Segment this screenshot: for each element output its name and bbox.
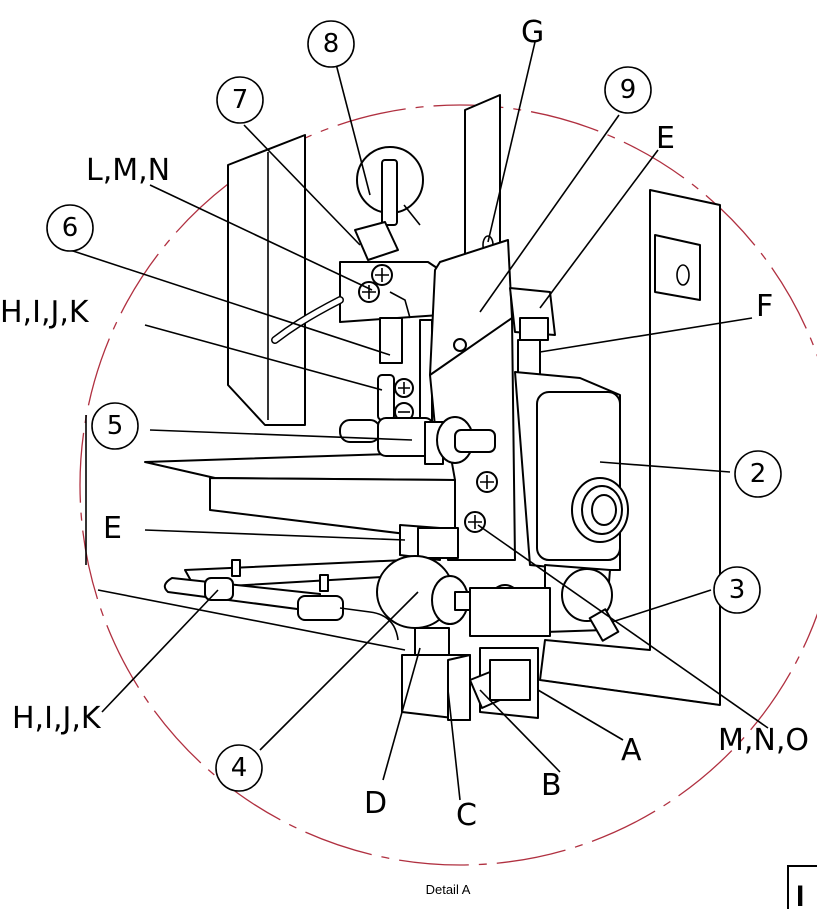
label-e-left: E	[103, 511, 122, 546]
label-l-m-n: L,M,N	[86, 153, 170, 188]
fitting-top	[509, 287, 556, 381]
label-g: G	[521, 15, 544, 50]
label-m-n-o: M,N,O	[718, 723, 809, 758]
sensor-disc	[356, 146, 424, 226]
leader-lines	[69, 41, 769, 801]
fitting-left	[399, 524, 459, 561]
label-d: D	[364, 786, 387, 821]
label-h-i-j-k-top: H,I,J,K	[0, 295, 90, 330]
callout-4: 4	[215, 744, 263, 792]
svg-text:9: 9	[620, 75, 637, 105]
svg-text:4: 4	[231, 753, 248, 783]
svg-text:8: 8	[323, 29, 340, 59]
callout-9: 9	[604, 66, 652, 114]
callout-5: 5	[91, 402, 139, 450]
svg-text:2: 2	[750, 459, 767, 489]
title-block-corner: I	[787, 865, 817, 909]
pilot-burner	[163, 555, 551, 641]
callout-8: 8	[307, 20, 355, 68]
svg-text:7: 7	[232, 85, 249, 115]
label-b: B	[541, 768, 562, 803]
svg-text:3: 3	[729, 575, 746, 605]
label-c: C	[456, 798, 477, 833]
svg-text:6: 6	[62, 213, 79, 243]
front-knob	[339, 416, 496, 465]
lower-fittings	[401, 627, 539, 721]
label-h-i-j-k-bottom: H,I,J,K	[12, 701, 102, 736]
detail-caption: Detail A	[426, 882, 471, 897]
vertical-rod	[377, 317, 433, 446]
callout-7: 7	[216, 76, 264, 124]
callout-3: 3	[713, 566, 761, 614]
detail-boundary	[79, 104, 817, 866]
solenoid-valve	[514, 371, 629, 571]
regulator-knob	[544, 564, 620, 642]
upper-bracket	[339, 221, 441, 323]
callout-2: 2	[734, 450, 782, 498]
label-f: F	[756, 289, 773, 324]
svg-text:I: I	[796, 880, 804, 909]
callout-6: 6	[46, 204, 94, 252]
label-e-top: E	[656, 121, 675, 156]
plate-tab	[654, 234, 701, 301]
svg-text:5: 5	[107, 411, 124, 441]
label-a: A	[621, 733, 642, 768]
